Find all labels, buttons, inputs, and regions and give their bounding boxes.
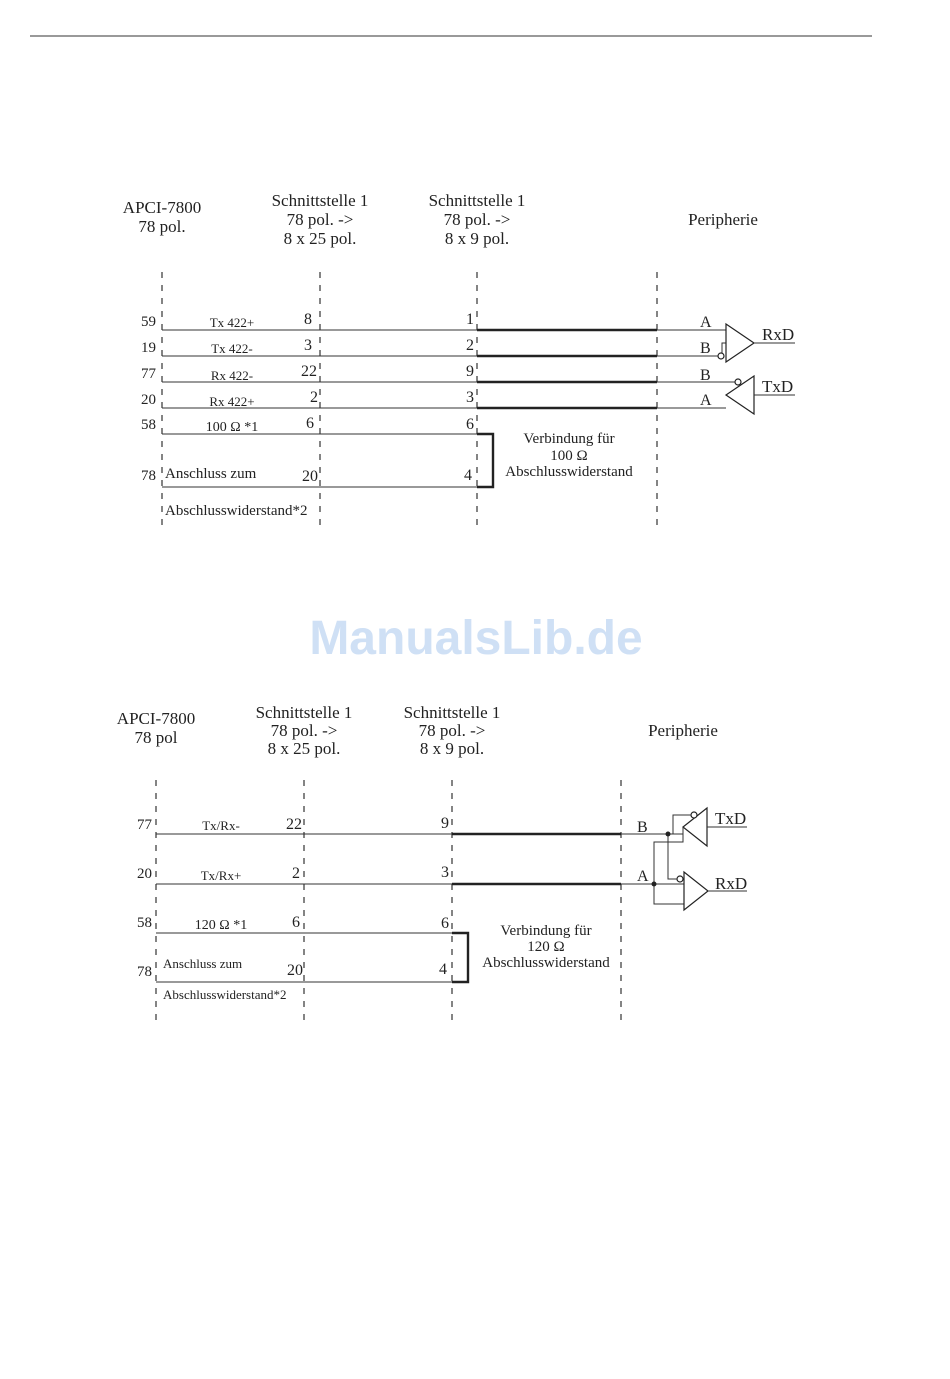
d1-header-periph: Peripherie [688, 210, 758, 229]
d2-driver-out-a [653, 827, 684, 905]
d1-header-apci-line2: 78 pol. [138, 217, 185, 236]
d2-footnote: Abschlusswiderstand*2 [163, 987, 287, 1002]
d1-pin78-row6: 78 [141, 468, 156, 484]
d1-pin78-row2: 19 [141, 340, 156, 356]
d2-node-b [665, 831, 671, 837]
d1-pin78-row5: 58 [141, 417, 156, 433]
d1-pin25-row5: 6 [306, 415, 314, 432]
d1-receiver-gate [725, 322, 756, 364]
d2-signal-row1: Tx/Rx- [202, 818, 240, 833]
d1-label-rxd: RxD [762, 325, 794, 344]
d2-pin78-row4: 78 [137, 964, 152, 980]
d2-signal-row4: Anschluss zum [163, 956, 242, 971]
d1-pin78-row3: 77 [141, 366, 157, 382]
d1-signal-row1: Tx 422+ [210, 315, 255, 330]
d1-pin25-row4: 2 [310, 389, 318, 406]
d2-driver-invert-dot [690, 811, 698, 819]
d1-pin78-row1: 59 [141, 314, 156, 330]
d2-pin9-row2: 3 [441, 864, 449, 881]
d2-label-txd: TxD [715, 809, 746, 828]
d2-label-a: A [637, 868, 649, 885]
d2-pin78-row3: 58 [137, 915, 152, 931]
d2-receiver-invert-dot [676, 875, 684, 883]
d2-node-a [651, 881, 657, 887]
d2-pin25-row4: 20 [287, 962, 303, 979]
d2-pin9-row4: 4 [439, 961, 447, 978]
d2-header-iface9-line3: 8 x 9 pol. [420, 739, 484, 758]
d2-pin78-row1: 77 [137, 817, 153, 833]
d2-header-iface25-line2: 78 pol. -> [271, 721, 338, 740]
d1-pin9-row1: 1 [466, 311, 474, 328]
d1-signal-row2: Tx 422- [211, 341, 253, 356]
diagram-rs422: APCI-7800 78 pol. Schnittstelle 1 78 pol… [123, 191, 795, 525]
d2-connection-line2: 120 Ω [527, 939, 564, 955]
d2-pin25-row1: 22 [286, 816, 302, 833]
d1-signal-row5: 100 Ω *1 [206, 420, 258, 435]
d2-pin78-row2: 20 [137, 866, 152, 882]
d2-label-rxd: RxD [715, 874, 747, 893]
d1-signal-row3: Rx 422- [211, 368, 253, 383]
d2-connection-line1: Verbindung für [500, 923, 591, 939]
d1-label-b2: B [700, 367, 711, 384]
watermark: ManualsLib.de [309, 612, 642, 665]
d1-pin9-row3: 9 [466, 363, 474, 380]
d1-header-iface25-line1: Schnittstelle 1 [272, 191, 369, 210]
d1-pin9-row5: 6 [466, 416, 474, 433]
d2-header-apci-line1: APCI-7800 [117, 709, 195, 728]
d1-footnote: Abschlusswiderstand*2 [165, 503, 308, 519]
d1-signal-row4: Rx 422+ [209, 394, 254, 409]
d2-connection-line3: Abschlusswiderstand [482, 955, 610, 971]
d1-receiver-invert-dot [717, 352, 725, 360]
d2-header-apci-line2: 78 pol [135, 728, 178, 747]
d2-header-iface9-line2: 78 pol. -> [419, 721, 486, 740]
d1-label-a1: A [700, 314, 712, 331]
d2-header-iface25-line3: 8 x 25 pol. [268, 739, 341, 758]
d2-termination-bridge [452, 931, 470, 984]
d1-pin9-row4: 3 [466, 389, 474, 406]
d1-label-b1: B [700, 340, 711, 357]
d1-pin78-row4: 20 [141, 392, 156, 408]
d2-header-periph: Peripherie [648, 721, 718, 740]
d2-signal-row3: 120 Ω *1 [195, 918, 247, 933]
diagram-rs485: APCI-7800 78 pol Schnittstelle 1 78 pol.… [117, 703, 747, 1020]
d1-termination-bridge [477, 432, 495, 489]
d1-header-iface9-line3: 8 x 9 pol. [445, 229, 509, 248]
d1-pin25-row6: 20 [302, 468, 318, 485]
d1-pin25-row2: 3 [304, 337, 312, 354]
d1-header-iface9-line1: Schnittstelle 1 [429, 191, 526, 210]
d1-connection-line1: Verbindung für [523, 431, 614, 447]
d2-pin9-row3: 6 [441, 915, 449, 932]
d2-header-iface25-line1: Schnittstelle 1 [256, 703, 353, 722]
d2-pin25-row2: 2 [292, 865, 300, 882]
d1-header-apci-line1: APCI-7800 [123, 198, 201, 217]
d2-driver-out-b [672, 814, 691, 834]
d1-header-iface25-line2: 78 pol. -> [287, 210, 354, 229]
d1-connection-line3: Abschlusswiderstand [505, 464, 633, 480]
d1-signal-row6: Anschluss zum [165, 466, 257, 482]
d1-pin25-row1: 8 [304, 311, 312, 328]
d1-header-iface9-line2: 78 pol. -> [444, 210, 511, 229]
d2-receiver-in-b [667, 834, 677, 880]
d2-receiver-gate [683, 870, 709, 912]
d2-pin9-row1: 9 [441, 815, 449, 832]
d2-label-b: B [637, 819, 648, 836]
d2-pin25-row3: 6 [292, 914, 300, 931]
d2-signal-row2: Tx/Rx+ [201, 868, 242, 883]
d1-pin9-row2: 2 [466, 337, 474, 354]
d1-label-a2: A [700, 392, 712, 409]
d1-pin9-row6: 4 [464, 467, 472, 484]
d1-header-iface25-line3: 8 x 25 pol. [284, 229, 357, 248]
d2-header-iface9-line1: Schnittstelle 1 [404, 703, 501, 722]
d1-driver-invert-dot [734, 378, 742, 386]
d1-label-txd: TxD [762, 377, 793, 396]
d1-connection-line2: 100 Ω [550, 448, 587, 464]
d1-pin25-row3: 22 [301, 363, 317, 380]
